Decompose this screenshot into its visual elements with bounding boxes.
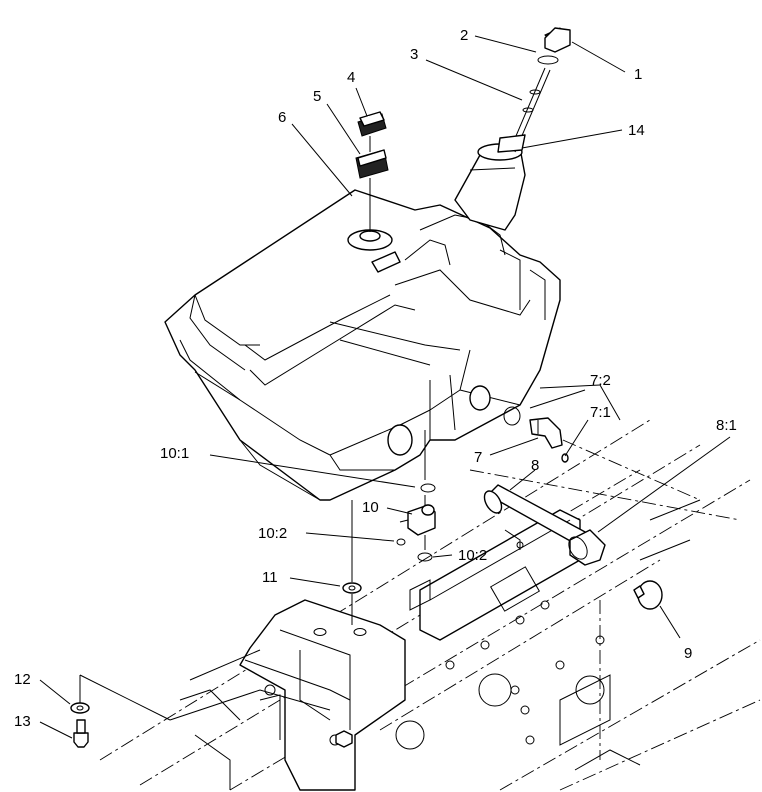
elbow-fitting-part-7 bbox=[503, 406, 569, 463]
fuel-tank bbox=[164, 143, 561, 501]
callout-3: 3 bbox=[410, 46, 418, 63]
callout-8: 8 bbox=[531, 457, 539, 474]
callout-10-2-left: 10:2 bbox=[258, 525, 287, 542]
callout-6: 6 bbox=[278, 109, 286, 126]
callout-10: 10 bbox=[362, 499, 379, 516]
callout-10-2-right: 10:2 bbox=[458, 547, 487, 564]
shutoff-valve-part-10 bbox=[396, 483, 436, 562]
callout-5: 5 bbox=[313, 88, 321, 105]
gasket-part-2 bbox=[537, 55, 559, 65]
callout-14: 14 bbox=[628, 122, 645, 139]
washer-part-11 bbox=[342, 582, 362, 594]
callout-13: 13 bbox=[14, 713, 31, 730]
fuel-sender-part-1 bbox=[544, 27, 571, 53]
callout-12: 12 bbox=[14, 671, 31, 688]
grommet-part-14 bbox=[497, 134, 526, 153]
callout-7-1: 7:1 bbox=[590, 404, 611, 421]
callout-8-1: 8:1 bbox=[716, 417, 737, 434]
callout-2: 2 bbox=[460, 27, 468, 44]
hose-clamp-part-9 bbox=[633, 580, 663, 610]
callout-leaders bbox=[39, 35, 731, 739]
washer-part-12 bbox=[70, 702, 90, 714]
callout-9: 9 bbox=[684, 645, 692, 662]
callout-1: 1 bbox=[634, 66, 642, 83]
callout-11: 11 bbox=[262, 569, 278, 586]
callout-7: 7 bbox=[474, 449, 482, 466]
hose-part-8 bbox=[483, 484, 606, 566]
callout-7-2: 7:2 bbox=[590, 372, 611, 389]
callout-4: 4 bbox=[347, 69, 355, 86]
cap-adapter-part-5 bbox=[355, 149, 389, 179]
fuel-cap-part-4 bbox=[357, 111, 387, 137]
frame-assembly bbox=[99, 419, 761, 791]
callout-10-1: 10:1 bbox=[160, 445, 189, 462]
bolt-part-13 bbox=[73, 719, 89, 748]
